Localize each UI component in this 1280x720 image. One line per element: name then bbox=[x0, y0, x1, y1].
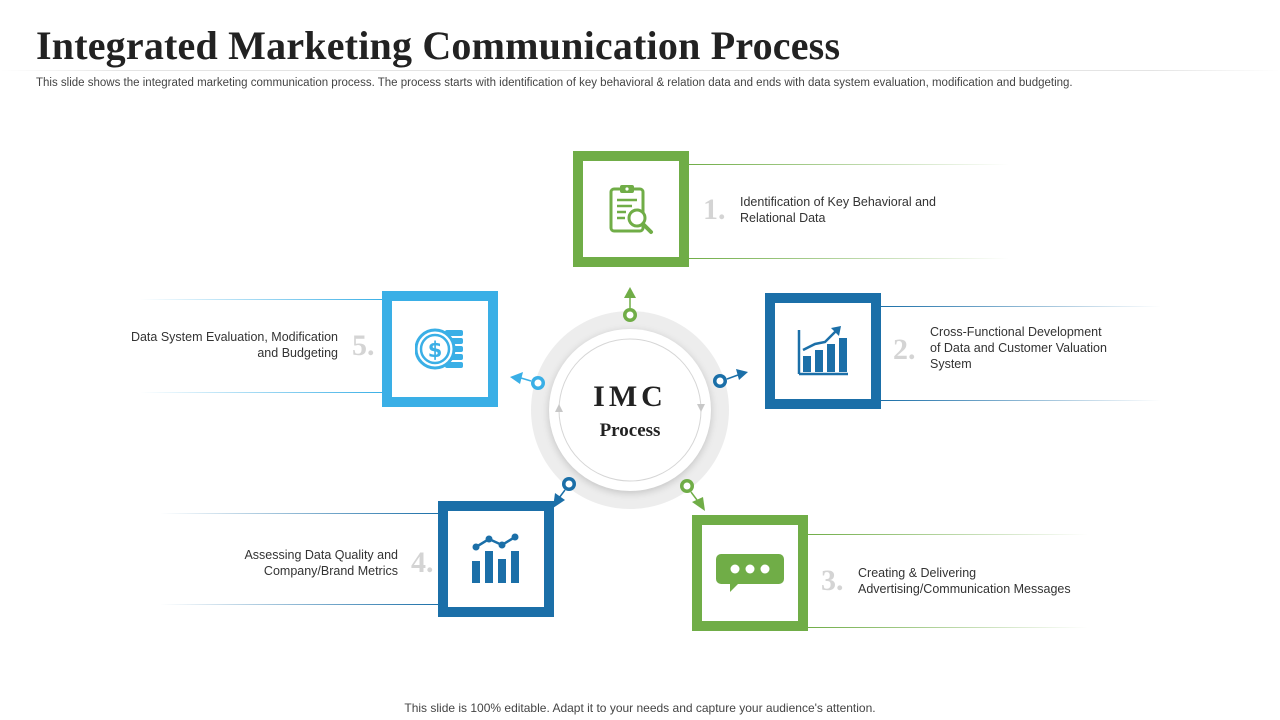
slide-subtitle: This slide shows the integrated marketin… bbox=[36, 77, 1073, 89]
slide-title: Integrated Marketing Communication Proce… bbox=[36, 23, 841, 68]
step-4-icon-box bbox=[438, 501, 554, 617]
step-5-icon-box: $ bbox=[382, 291, 498, 407]
step-1-label: Identification of Key Behavioral and Rel… bbox=[740, 195, 936, 225]
chat-message-icon bbox=[716, 554, 784, 592]
connector-step-1 bbox=[623, 287, 637, 322]
step-1-icon-box bbox=[573, 151, 689, 267]
step-4-bottom-line bbox=[160, 604, 439, 605]
connector-step-5 bbox=[510, 372, 545, 390]
connector-step-2 bbox=[713, 369, 748, 388]
bar-chart-growth-icon bbox=[797, 326, 848, 376]
step-2-number: 2. bbox=[893, 333, 916, 366]
step-4-label: Assessing Data Quality and Company/Brand… bbox=[244, 548, 398, 578]
step-1-top-line bbox=[689, 164, 1009, 165]
step-3-number: 3. bbox=[821, 564, 844, 597]
center-title: IMC bbox=[593, 380, 667, 413]
clipboard-search-icon bbox=[609, 185, 653, 234]
slide-footer: This slide is 100% editable. Adapt it to… bbox=[404, 701, 876, 715]
step-2-top-line bbox=[881, 306, 1161, 307]
analytics-chart-icon bbox=[472, 533, 519, 583]
center-hub bbox=[549, 329, 711, 491]
step-5-label: Data System Evaluation, Modification and… bbox=[130, 330, 338, 360]
step-3-icon-box bbox=[692, 515, 808, 631]
connector-step-4 bbox=[553, 477, 576, 508]
step-5-top-line bbox=[140, 299, 384, 300]
connector-step-3 bbox=[680, 479, 705, 511]
step-5-number: 5. bbox=[352, 329, 375, 362]
svg-text:$: $ bbox=[428, 338, 443, 362]
step-3-top-line bbox=[808, 534, 1088, 535]
step-3-bottom-line bbox=[808, 627, 1088, 628]
dollar-coins-icon: $ bbox=[415, 328, 463, 370]
step-2-bottom-line bbox=[881, 400, 1161, 401]
step-5-bottom-line bbox=[140, 392, 384, 393]
step-1-bottom-line bbox=[689, 258, 1009, 259]
step-1-number: 1. bbox=[703, 193, 726, 226]
step-3-label: Creating & Delivering Advertising/Commun… bbox=[858, 566, 1071, 596]
center-subtitle: Process bbox=[599, 420, 661, 441]
step-2-icon-box bbox=[765, 293, 881, 409]
step-2-label: Cross-Functional Development of Data and… bbox=[930, 325, 1107, 371]
title-divider bbox=[0, 70, 1280, 71]
step-4-top-line bbox=[160, 513, 439, 514]
step-4-number: 4. bbox=[411, 546, 434, 579]
